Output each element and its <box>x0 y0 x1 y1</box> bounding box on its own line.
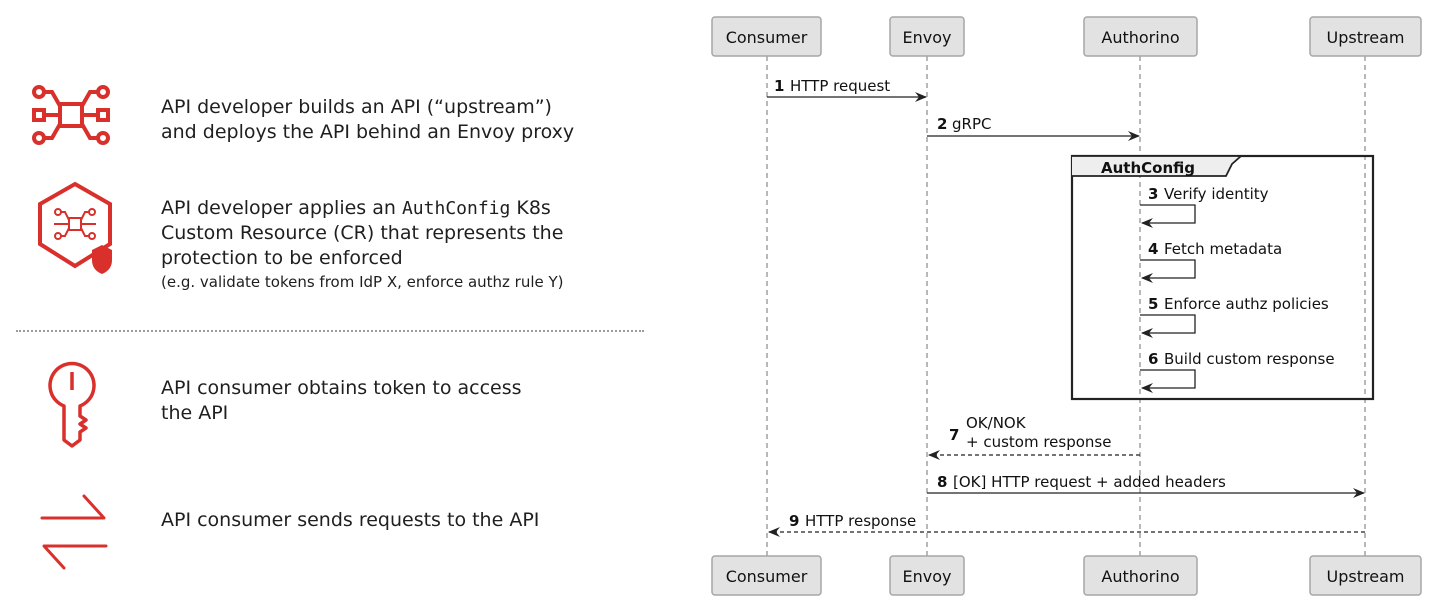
message-7-number: 7 <box>949 426 959 444</box>
message-9: 9 HTTP response <box>768 512 1365 537</box>
step-4-line-1: API consumer sends requests to the API <box>161 509 540 531</box>
message-6-label: Build custom response <box>1164 350 1335 368</box>
step-3-line-1: API consumer obtains token to access <box>161 377 522 399</box>
participant-upstream-bottom: Upstream <box>1309 555 1422 596</box>
participant-envoy-label: Envoy <box>903 28 952 47</box>
api-network-icon <box>30 82 116 152</box>
participant-authorino-top: Authorino <box>1083 16 1198 57</box>
participant-upstream-top: Upstream <box>1309 16 1422 57</box>
workflow-steps: API developer builds an API (“upstream”)… <box>0 0 660 613</box>
authconfig-group-label: AuthConfig <box>1101 159 1195 177</box>
message-7-label-line-2: + custom response <box>966 433 1111 451</box>
message-5-label: Enforce authz policies <box>1164 295 1329 313</box>
step-2-line-3: protection to be enforced <box>161 247 403 269</box>
participant-upstream-label: Upstream <box>1327 28 1405 47</box>
participant-envoy-bottom: Envoy <box>889 555 965 596</box>
message-4-label: Fetch metadata <box>1164 240 1282 258</box>
participant-consumer-bottom: Consumer <box>711 555 822 596</box>
message-3-number: 3 <box>1148 185 1158 203</box>
participant-consumer-label: Consumer <box>726 28 808 47</box>
message-5-number: 5 <box>1148 295 1158 313</box>
section-divider <box>16 330 644 332</box>
participant-authorino-label: Authorino <box>1101 28 1179 47</box>
message-1-number: 1 <box>774 77 784 95</box>
step-1-text: API developer builds an API (“upstream”)… <box>161 95 574 145</box>
step-2-text: API developer applies an AuthConfig K8s … <box>161 196 564 293</box>
step-1-line-2: and deploys the API behind an Envoy prox… <box>161 121 575 143</box>
exchange-arrows-icon <box>38 490 110 578</box>
participant-upstream-label: Upstream <box>1327 567 1405 586</box>
step-2-line-1: API developer applies an AuthConfig K8s <box>161 196 564 221</box>
message-3: 3 Verify identity <box>1140 185 1269 228</box>
message-7: 7 OK/NOK + custom response <box>928 414 1140 460</box>
message-9-label: HTTP response <box>805 512 916 530</box>
authconfig-group: AuthConfig <box>1070 154 1375 401</box>
message-6-number: 6 <box>1148 350 1158 368</box>
step-3-line-2: the API <box>161 402 229 424</box>
message-4-number: 4 <box>1148 240 1158 258</box>
message-2-number: 2 <box>937 115 947 133</box>
step-2-line-1-prefix: API developer applies an <box>161 197 402 219</box>
message-1: 1 HTTP request <box>767 77 927 102</box>
participant-authorino-bottom: Authorino <box>1083 555 1198 596</box>
step-4-text: API consumer sends requests to the API <box>161 508 539 533</box>
step-2-line-1-suffix: K8s <box>510 197 551 219</box>
participant-authorino-label: Authorino <box>1101 567 1179 586</box>
step-2-line-2: Custom Resource (CR) that represents the <box>161 222 564 244</box>
message-2-label: gRPC <box>952 115 991 133</box>
step-3-text: API consumer obtains token to access the… <box>161 376 522 426</box>
message-7-label-line-1: OK/NOK <box>966 414 1027 432</box>
sequence-diagram: Consumer Envoy Authorino Upstream Consum… <box>711 16 1422 596</box>
message-4: 4 Fetch metadata <box>1140 240 1282 283</box>
message-3-label: Verify identity <box>1164 185 1269 203</box>
shield-config-icon <box>34 180 120 284</box>
message-8: 8 [OK] HTTP request + added headers <box>927 473 1365 498</box>
participant-envoy-label: Envoy <box>903 567 952 586</box>
key-icon <box>44 360 100 454</box>
message-6: 6 Build custom response <box>1140 350 1335 393</box>
participant-consumer-label: Consumer <box>726 567 808 586</box>
step-2-note: (e.g. validate tokens from IdP X, enforc… <box>161 273 564 291</box>
message-9-number: 9 <box>789 512 799 530</box>
message-2: 2 gRPC <box>927 115 1140 141</box>
message-1-label: HTTP request <box>790 77 890 95</box>
participant-envoy-top: Envoy <box>889 16 965 57</box>
authconfig-term: AuthConfig <box>401 198 511 219</box>
step-1-line-1: API developer builds an API (“upstream”) <box>161 96 552 118</box>
message-5: 5 Enforce authz policies <box>1140 295 1329 338</box>
message-8-number: 8 <box>937 473 947 491</box>
message-8-label: [OK] HTTP request + added headers <box>953 473 1226 491</box>
participant-consumer-top: Consumer <box>711 16 822 57</box>
